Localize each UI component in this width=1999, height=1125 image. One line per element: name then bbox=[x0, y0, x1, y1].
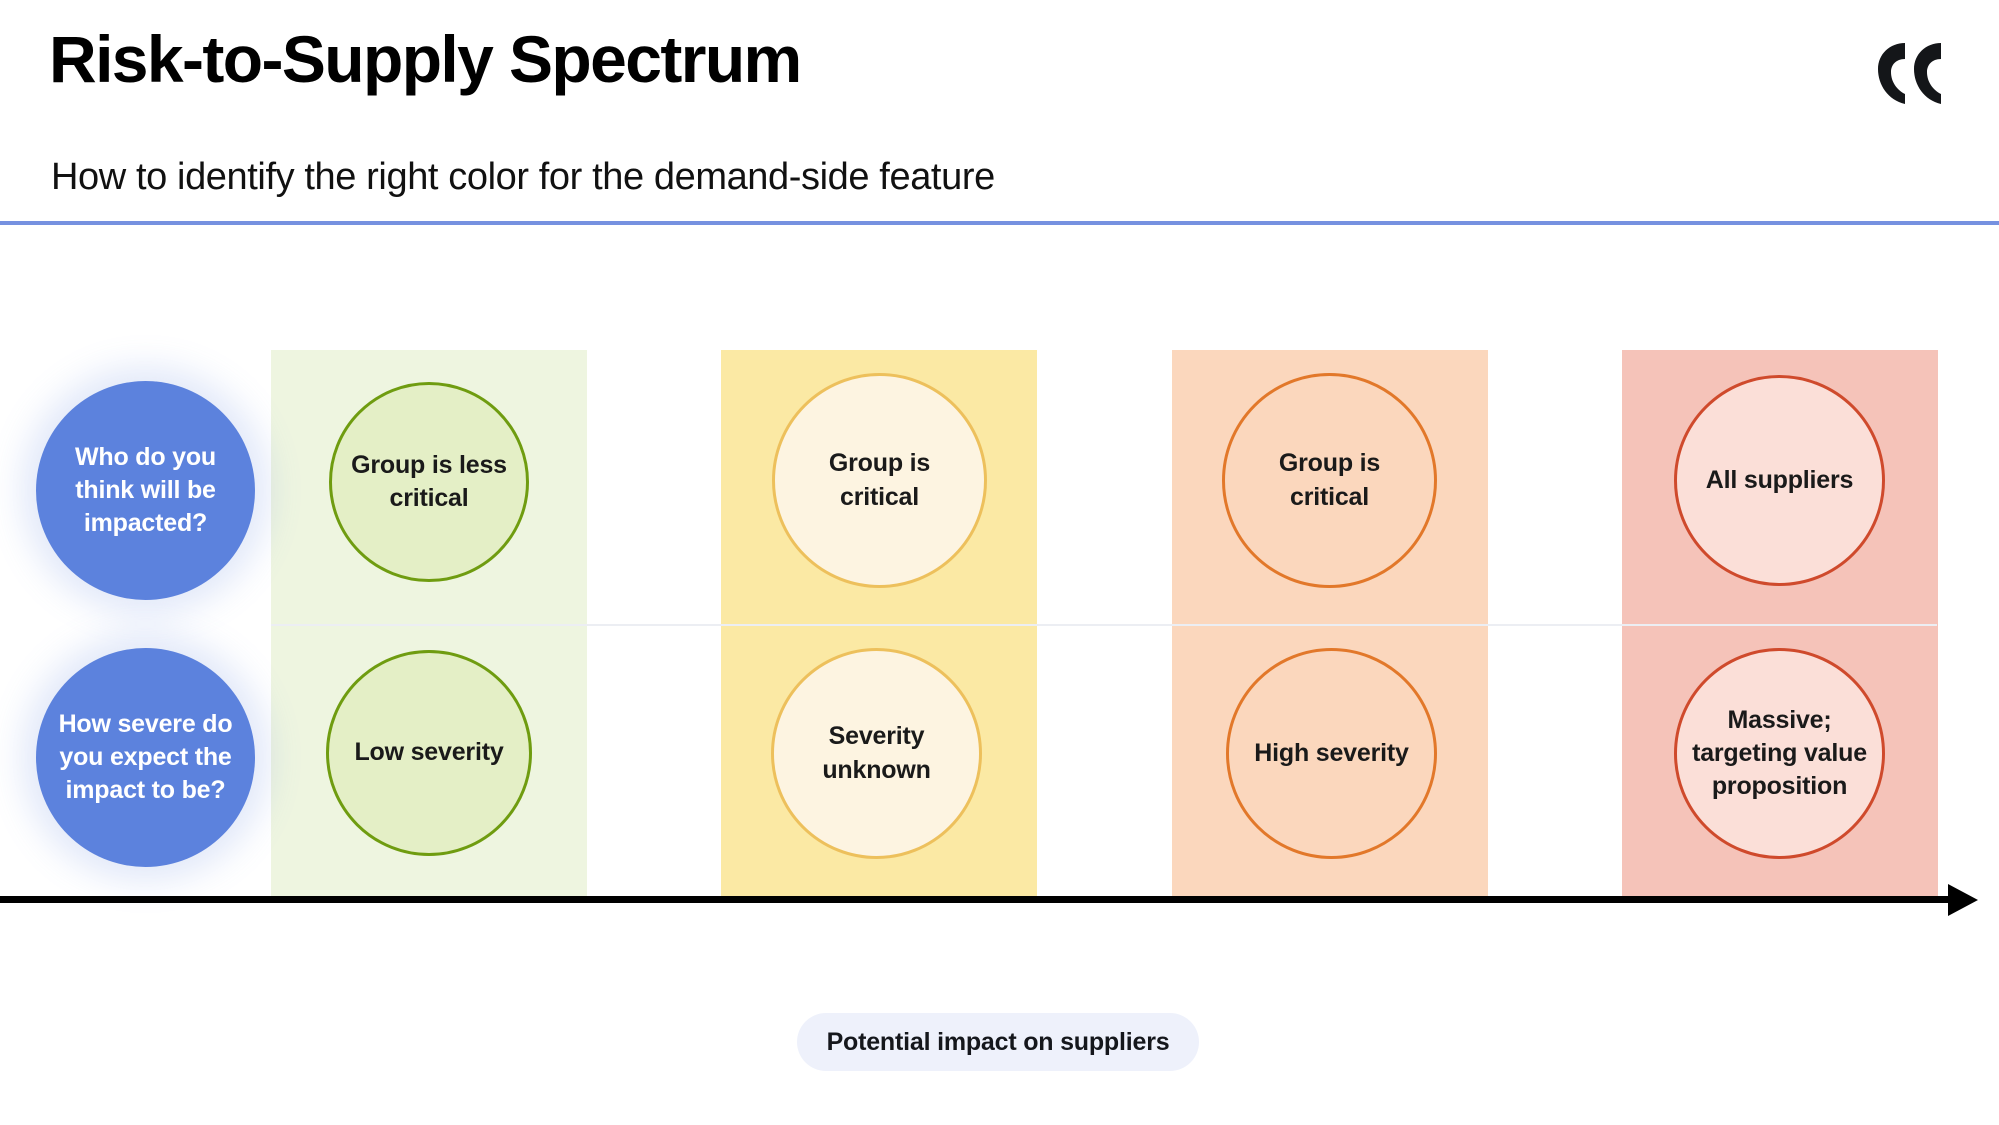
question-bubble-how-severe: How severe do you expect the impact to b… bbox=[36, 648, 255, 867]
matrix-cell-label: All suppliers bbox=[1705, 465, 1854, 494]
matrix-cell-label: Massive; targeting value proposition bbox=[1692, 705, 1867, 801]
page-title: Risk-to-Supply Spectrum bbox=[49, 22, 802, 96]
matrix-cell-label: Low severity bbox=[354, 738, 504, 767]
matrix-cell-label: High severity bbox=[1254, 738, 1409, 767]
matrix-cell-critical-impact: All suppliers bbox=[1674, 375, 1885, 586]
question-bubble-who-impacted: Who do you think will be impacted? bbox=[36, 381, 255, 600]
question-bubble-label: Who do you think will be impacted? bbox=[74, 442, 217, 538]
matrix-cell-high-severity: High severity bbox=[1226, 648, 1437, 859]
matrix-cell-unknown-severity: Severity unknown bbox=[771, 648, 982, 859]
axis-caption-label: Potential impact on suppliers bbox=[826, 1027, 1170, 1056]
page-subtitle: How to identify the right color for the … bbox=[51, 156, 995, 198]
matrix-cell-label: Group is critical bbox=[1278, 449, 1381, 511]
matrix-cell-label: Group is less critical bbox=[351, 450, 507, 512]
matrix-cell-low-severity: Low severity bbox=[326, 650, 532, 856]
header-divider bbox=[0, 221, 1999, 225]
slide-header: Risk-to-Supply Spectrum How to identify … bbox=[0, 0, 1999, 225]
matrix-cell-label: Severity unknown bbox=[822, 722, 931, 784]
row-divider bbox=[271, 624, 1937, 626]
matrix-cell-label: Group is critical bbox=[828, 449, 931, 511]
matrix-cell-high-impact: Group is critical bbox=[1222, 373, 1437, 588]
impact-axis-line bbox=[0, 896, 1955, 903]
brand-logo-icon bbox=[1872, 38, 1946, 108]
impact-axis-arrowhead-icon bbox=[1948, 884, 1978, 916]
axis-caption-pill: Potential impact on suppliers bbox=[797, 1013, 1199, 1071]
matrix-cell-low-impact: Group is less critical bbox=[329, 382, 529, 582]
question-bubble-label: How severe do you expect the impact to b… bbox=[58, 709, 233, 805]
matrix-cell-unknown-impact: Group is critical bbox=[772, 373, 987, 588]
matrix-cell-critical-severity: Massive; targeting value proposition bbox=[1674, 648, 1885, 859]
